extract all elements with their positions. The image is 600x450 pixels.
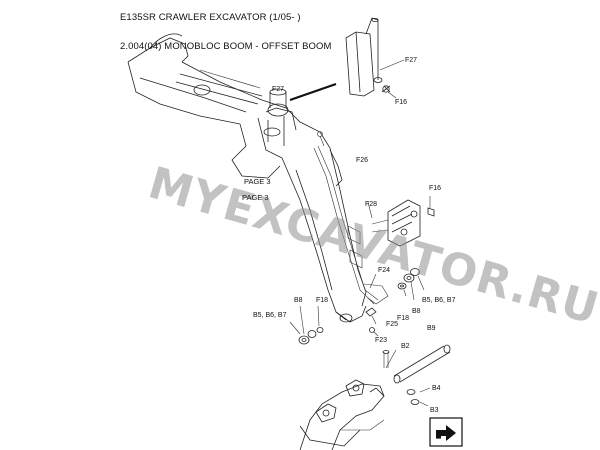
callout-b3: B3 <box>430 407 439 414</box>
callout-b9: B9 <box>427 325 436 332</box>
callout-b2: B2 <box>401 343 410 350</box>
boom-assembly <box>127 33 389 323</box>
callout-b5-b6-b7-right: B5, B6, B7 <box>422 297 456 304</box>
clamp-fittings <box>365 201 379 337</box>
callout-f27-mid: F27 <box>272 86 284 93</box>
left-fastener-stack <box>289 305 324 345</box>
section-title: 2.004(04) MONOBLOC BOOM - OFFSET BOOM <box>120 41 332 52</box>
callout-f28: F28 <box>365 201 377 208</box>
callout-b5-b6-b7-left: B5, B6, B7 <box>253 312 287 319</box>
callout-page3-a: PAGE 3 <box>244 177 271 186</box>
callout-f23: F23 <box>375 337 387 344</box>
callout-b8-left: B8 <box>294 297 303 304</box>
callout-b8-right: B8 <box>412 308 421 315</box>
callout-f16-right: F16 <box>429 185 441 192</box>
hydraulic-valve-block <box>371 196 435 247</box>
boom-foot-pin <box>382 344 451 407</box>
callout-f16-top: F16 <box>395 99 407 106</box>
callout-f18-left: F18 <box>316 297 328 304</box>
callout-f24: F24 <box>378 267 390 274</box>
callout-page3-b: PAGE 3 <box>242 193 269 202</box>
pivot-pin-inset <box>345 17 405 99</box>
inset-pointer-line <box>289 82 337 102</box>
callout-b4: B4 <box>432 385 441 392</box>
model-title: E135SR CRAWLER EXCAVATOR (1/05- ) <box>120 12 301 23</box>
callout-f25: F25 <box>386 321 398 328</box>
next-page-arrow-icon[interactable] <box>429 417 463 447</box>
callout-f27-top: F27 <box>405 57 417 64</box>
frame-mount-bracket <box>299 379 385 450</box>
callout-labels: F27 F16 F27 F26 PAGE 3 PAGE 3 F28 F16 F2… <box>242 57 456 414</box>
callout-f26: F26 <box>356 157 368 164</box>
right-fastener-stack <box>397 268 425 301</box>
callout-f18-right: F18 <box>397 315 409 322</box>
